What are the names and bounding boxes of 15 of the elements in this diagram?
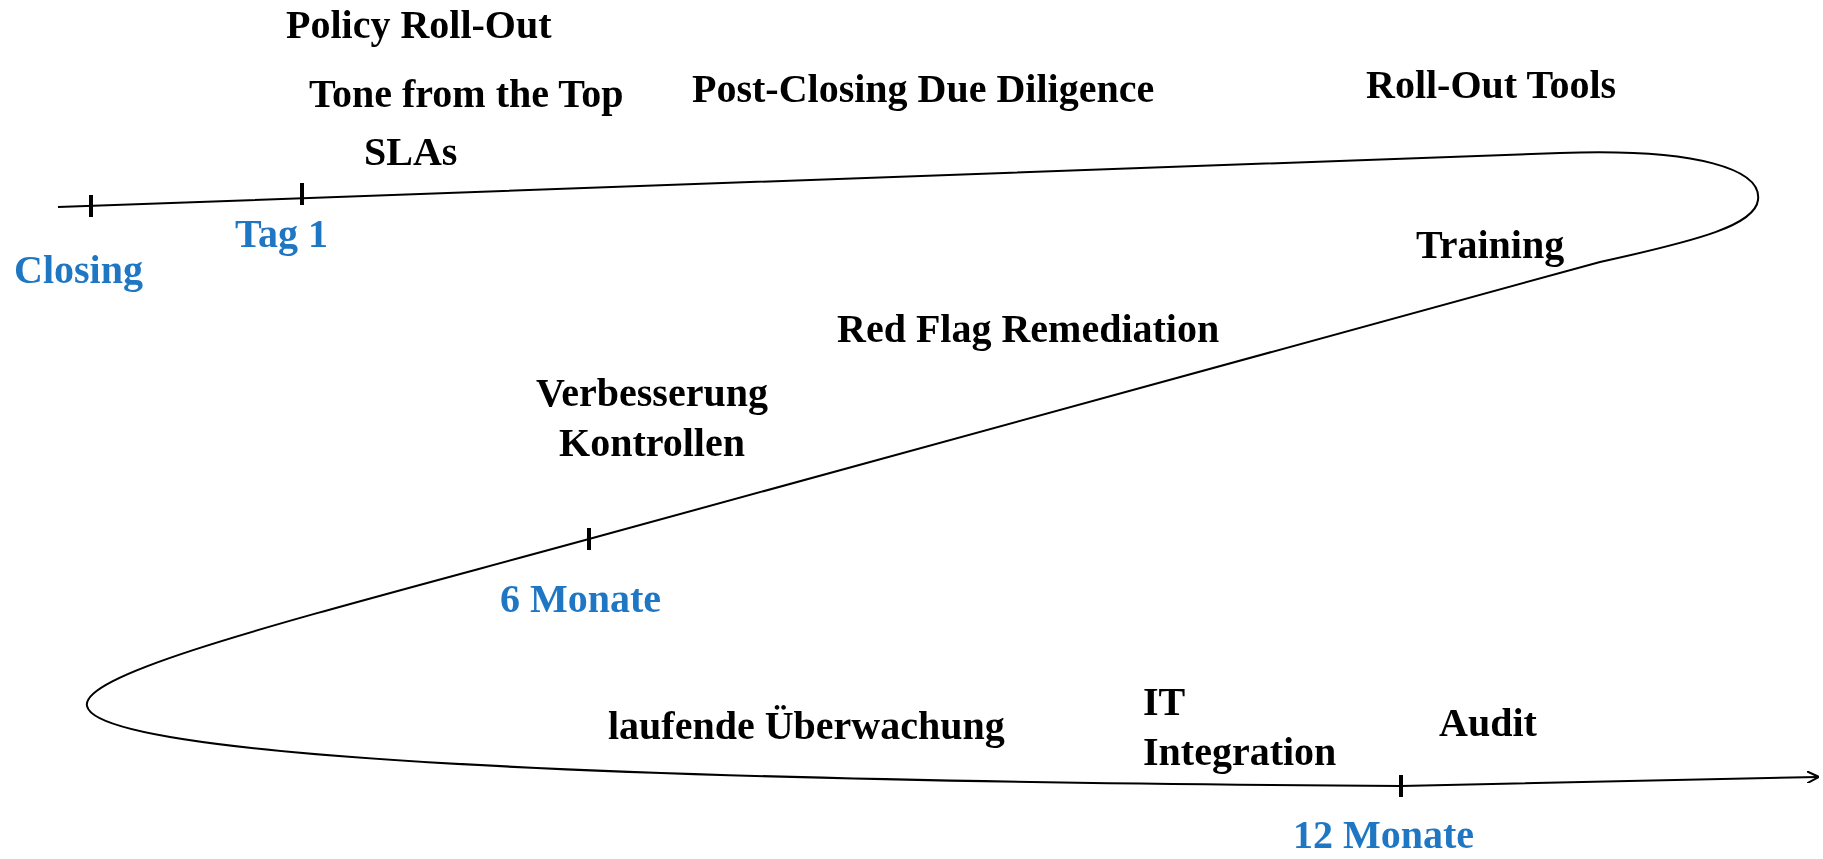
activity-label: Audit — [1439, 703, 1537, 743]
milestone-label: 6 Monate — [500, 579, 662, 619]
activity-label: laufende Überwachung — [608, 706, 1005, 746]
milestone-label: 12 Monate — [1293, 815, 1475, 855]
activity-label: Post-Closing Due Diligence — [692, 69, 1155, 109]
activity-label: Verbesserung Kontrollen — [535, 369, 769, 467]
activity-label: SLAs — [364, 132, 458, 172]
milestone-label: Closing — [14, 250, 143, 290]
milestone-label: Tag 1 — [235, 214, 328, 254]
activity-label: IT Integration — [1143, 678, 1338, 776]
activity-label: Tone from the Top — [309, 74, 624, 114]
activity-label: Roll-Out Tools — [1366, 65, 1617, 105]
activity-label: Policy Roll-Out — [286, 5, 552, 45]
activity-label: Red Flag Remediation — [837, 309, 1220, 349]
activity-label: Training — [1416, 225, 1565, 265]
